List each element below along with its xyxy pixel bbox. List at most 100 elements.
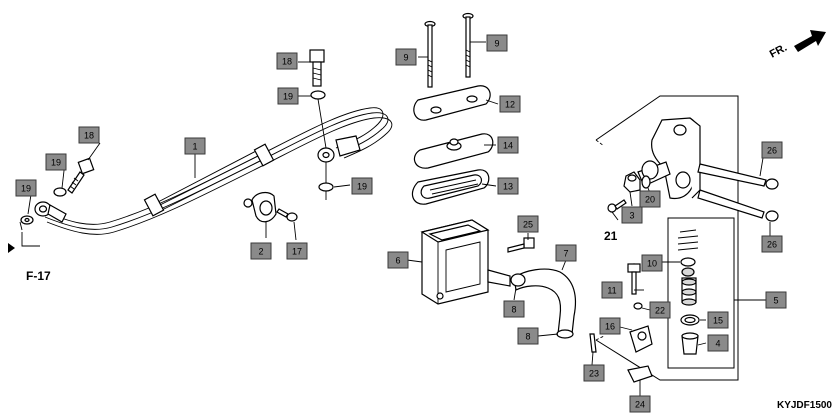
leader-lines	[19, 41, 771, 396]
callout-19a-label: 19	[283, 92, 293, 102]
callout-7-label: 7	[563, 249, 568, 259]
sealing-washer-left	[53, 187, 67, 197]
reservoir-hose	[510, 268, 577, 339]
callout-20: 20	[639, 190, 661, 208]
joint-screw	[607, 199, 627, 213]
circlip	[680, 314, 700, 326]
callout-26b-label: 26	[767, 240, 777, 250]
callout-16-label: 16	[605, 322, 615, 332]
part-label-21: 21	[604, 229, 618, 243]
callout-6: 6	[387, 251, 409, 269]
reservoir-diaphragm	[411, 169, 490, 205]
callout-1: 1	[184, 137, 206, 155]
callout-19d-label: 19	[357, 182, 367, 192]
callout-7: 7	[555, 244, 577, 262]
return-spring	[677, 229, 699, 277]
section-reference: F-17	[8, 232, 51, 283]
callout-9a-label: 9	[403, 53, 408, 63]
callout-14: 14	[497, 136, 519, 154]
callout-12-label: 12	[505, 100, 515, 110]
front-direction-label: FR.	[768, 42, 789, 61]
hose-joint	[623, 171, 641, 193]
clamp-screw	[276, 208, 298, 222]
brake-hose	[44, 107, 393, 235]
callout-4-label: 4	[715, 339, 720, 349]
banjo-bolt-top	[309, 49, 325, 87]
callout-1-label: 1	[192, 142, 197, 152]
reservoir-cap	[413, 85, 491, 121]
front-direction-indicator: FR.	[768, 30, 826, 61]
callout-12: 12	[499, 95, 521, 113]
hose-clamp	[243, 191, 277, 223]
callout-24: 24	[629, 395, 651, 413]
callout-18a: 18	[276, 52, 298, 70]
reference-arrow-icon	[8, 243, 15, 253]
callout-19c-label: 19	[21, 184, 31, 194]
callout-3: 3	[621, 206, 643, 224]
left-banjo-fitting	[20, 201, 67, 225]
callout-4: 4	[707, 334, 729, 352]
callout-14-label: 14	[503, 141, 513, 151]
callout-18b-label: 18	[84, 131, 94, 141]
lower-joint	[629, 325, 653, 353]
callout-19b-label: 19	[51, 158, 61, 168]
callout-18b: 18	[78, 126, 100, 144]
callout-8a: 8	[503, 300, 525, 318]
callout-23: 23	[583, 364, 605, 382]
callout-16: 16	[599, 317, 621, 335]
reservoir-bolts	[424, 12, 474, 88]
callout-17: 17	[286, 242, 308, 260]
callout-2: 2	[250, 242, 272, 260]
callout-2-label: 2	[258, 247, 263, 257]
callout-22: 22	[649, 301, 671, 319]
banjo-bolt-left	[67, 157, 95, 194]
callout-19a: 19	[277, 87, 299, 105]
callout-18a-label: 18	[282, 57, 292, 67]
callout-13-label: 13	[503, 182, 513, 192]
sealing-washer-top	[310, 90, 326, 100]
bleed-valve	[627, 263, 641, 295]
reservoir-body	[420, 219, 511, 305]
reference-label: F-17	[26, 269, 51, 283]
callout-19c: 19	[15, 179, 37, 197]
callout-24-label: 24	[635, 400, 645, 410]
diagram-code: KYJDF1500	[777, 400, 832, 411]
callout-8a-label: 8	[511, 305, 516, 315]
diaphragm-plate	[413, 133, 494, 169]
callout-5-label: 5	[773, 296, 778, 306]
callout-15: 15	[707, 311, 729, 329]
callout-6-label: 6	[395, 256, 400, 266]
callout-13: 13	[497, 177, 519, 195]
callout-5: 5	[765, 291, 787, 309]
callout-9b-label: 9	[494, 39, 499, 49]
callout-20-label: 20	[645, 195, 655, 205]
callout-15-label: 15	[713, 316, 723, 326]
callout-26a: 26	[761, 141, 783, 159]
nut	[633, 302, 643, 310]
sealing-washer-bottom	[318, 182, 334, 192]
callout-19b: 19	[45, 153, 67, 171]
piston-kit-box	[667, 217, 766, 369]
pin	[589, 333, 597, 353]
clip	[627, 365, 653, 383]
o-ring	[641, 175, 651, 189]
callout-8b: 8	[517, 327, 539, 345]
callout-11: 11	[601, 281, 623, 299]
callout-17-label: 17	[292, 247, 302, 257]
callout-8b-label: 8	[525, 332, 530, 342]
callout-9a: 9	[395, 48, 417, 66]
callout-26a-label: 26	[767, 146, 777, 156]
callout-9b: 9	[486, 34, 508, 52]
piston	[681, 277, 697, 306]
callout-10: 10	[641, 254, 663, 272]
callout-23-label: 23	[589, 369, 599, 379]
callout-26b: 26	[761, 235, 783, 253]
callout-25-label: 25	[523, 220, 533, 230]
front-arrow-icon	[794, 30, 826, 52]
reservoir-mount-bolt	[507, 237, 535, 253]
callout-22-label: 22	[655, 306, 665, 316]
push-rod-bolts	[697, 163, 779, 222]
callout-3-label: 3	[629, 211, 634, 221]
